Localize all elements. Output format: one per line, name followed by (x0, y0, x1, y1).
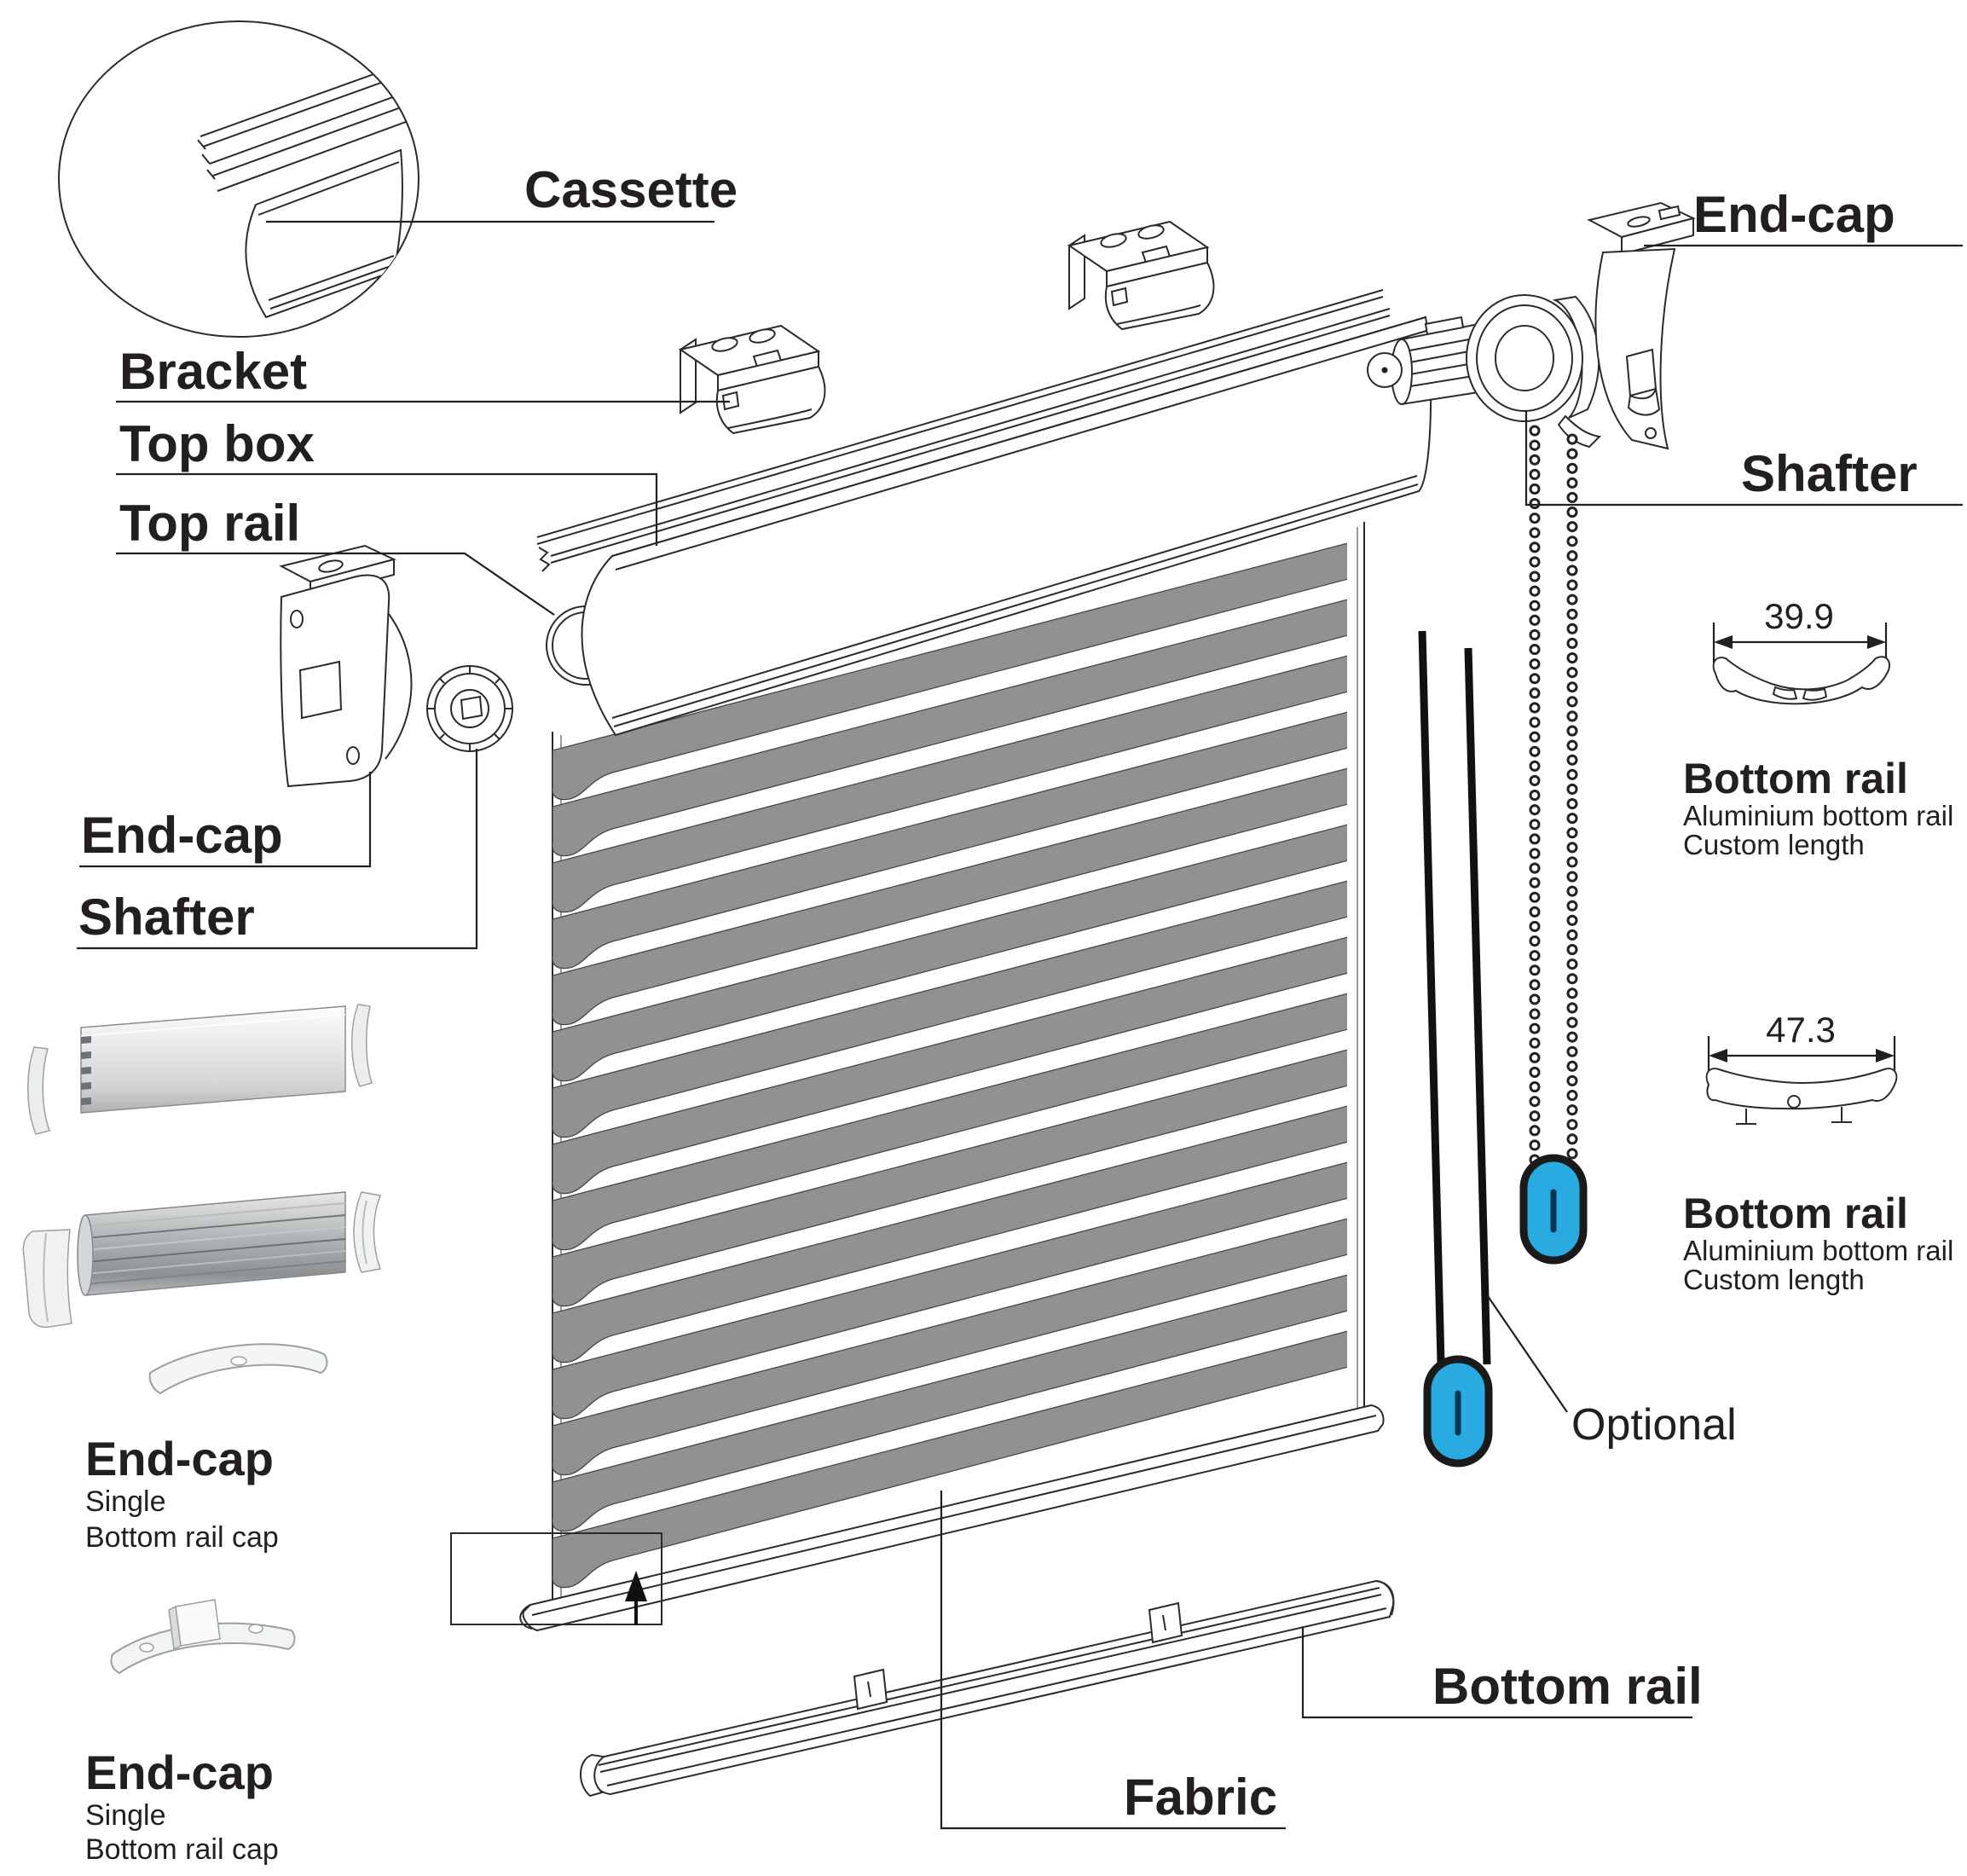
label-end-cap-single-1-title: End-cap (85, 1432, 274, 1485)
fabric-stripe (552, 1326, 1364, 1589)
fabric-stripe (552, 1101, 1364, 1364)
cassette-detail-circle (58, 20, 419, 338)
right-shafter-clutch-drawing (1367, 294, 1602, 449)
fabric-stripe (552, 932, 1364, 1195)
label-end-cap-single-2-sub2: Bottom rail cap (85, 1833, 279, 1866)
bottom-rail-profile-2-drawing (1705, 1036, 1898, 1125)
fabric-stripe (552, 819, 1364, 1082)
label-bottom-rail-main: Bottom rail (1432, 1658, 1703, 1715)
blind-bottom-rail-drawing (519, 1404, 1385, 1632)
label-end-cap-single-2-sub1: Single (85, 1799, 166, 1832)
bracket-2 (1068, 221, 1215, 330)
fabric-stripe (552, 651, 1364, 913)
right-end-cap-drawing (1587, 201, 1696, 450)
bracket-1 (680, 325, 826, 434)
exploded-rail-2 (22, 1191, 382, 1329)
up-arrow-icon (625, 1571, 647, 1601)
fabric-stripe (552, 594, 1364, 857)
bead-chain-drawing (1529, 425, 1578, 1167)
fabric-stripe (552, 538, 1364, 801)
fabric-stripe (552, 1157, 1364, 1420)
label-end-cap-single-1-sub2: Bottom rail cap (85, 1521, 279, 1554)
leader-lines (77, 220, 1963, 1830)
fabric-stripe (552, 988, 1364, 1251)
label-end-cap-single-1-sub1: Single (85, 1485, 166, 1518)
label-bottom-rail-1-desc2: Custom length (1683, 829, 1865, 860)
end-cap-connector-drawing (110, 1599, 296, 1675)
label-bottom-rail-2: Bottom rail (1683, 1190, 1908, 1237)
label-shafter-right: Shafter (1741, 445, 1918, 502)
label-shafter-left: Shafter (78, 889, 255, 946)
label-top-box: Top box (119, 415, 315, 472)
label-optional: Optional (1571, 1400, 1737, 1450)
label-bracket: Bracket (119, 343, 307, 400)
fabric-stripes (552, 538, 1364, 1589)
cassette-drawing (536, 289, 1432, 737)
bottom-rail-part-drawing (579, 1579, 1395, 1798)
label-end-cap-top-right: End-cap (1693, 186, 1895, 243)
label-bottom-rail-2-desc2: Custom length (1683, 1264, 1865, 1295)
dimension-39-9: 39.9 (1764, 596, 1834, 636)
label-cassette: Cassette (524, 161, 738, 218)
label-bottom-rail-2-desc1: Aluminium bottom rail (1683, 1235, 1953, 1266)
fabric-stripe (552, 1270, 1364, 1532)
label-bottom-rail-1-desc1: Aluminium bottom rail (1683, 800, 1953, 831)
dimension-47-3: 47.3 (1766, 1010, 1836, 1050)
fabric-stripe (552, 1213, 1364, 1476)
left-shafter-knob-drawing (426, 665, 513, 752)
optional-band-drawing (1418, 630, 1491, 1365)
label-end-cap-single-2-title: End-cap (85, 1746, 274, 1799)
label-fabric: Fabric (1124, 1769, 1277, 1826)
label-end-cap-left: End-cap (81, 807, 283, 864)
label-bottom-rail-1: Bottom rail (1683, 755, 1908, 802)
label-top-rail: Top rail (119, 495, 300, 552)
exploded-rail-1 (26, 1004, 373, 1135)
bottom-rail-profile-1-drawing (1712, 622, 1891, 705)
bottom-rail-detail-box (450, 1532, 662, 1625)
fabric-stripe (552, 1045, 1364, 1307)
fabric-stripe (552, 707, 1364, 970)
end-cap-dish-drawing (148, 1343, 328, 1395)
left-end-cap-drawing (279, 544, 413, 788)
fabric-drawing (552, 522, 1365, 1612)
fabric-stripe (552, 876, 1364, 1138)
fabric-stripe (552, 763, 1364, 1026)
